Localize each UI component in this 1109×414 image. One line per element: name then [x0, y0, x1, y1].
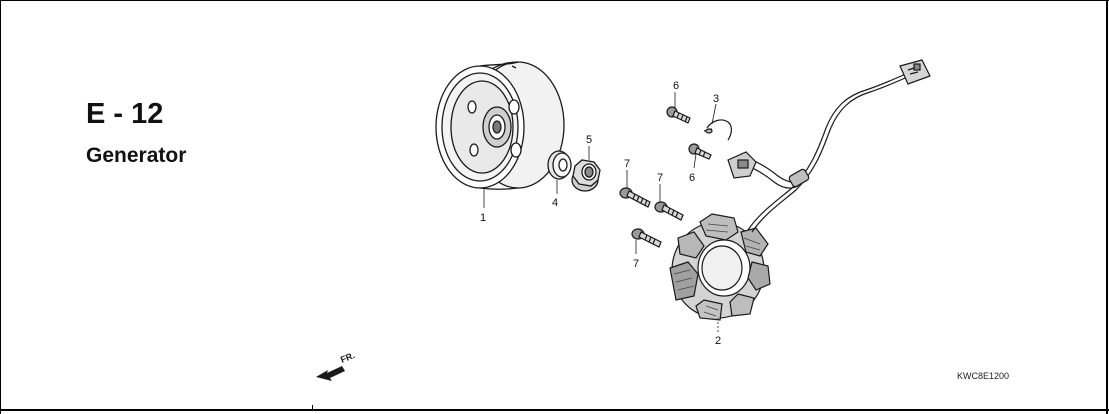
stator-bolt-a — [619, 187, 651, 208]
pulser-bolt-lower — [688, 143, 712, 160]
drawing-code: KWC8E1200 — [957, 371, 1010, 381]
section-title: Generator — [86, 144, 187, 167]
wire-clamp — [703, 119, 732, 141]
washer — [547, 150, 572, 180]
leader-lines — [483, 92, 719, 332]
callout-7-a: 7 — [624, 158, 630, 170]
wiring-harness — [739, 73, 911, 233]
flange-nut — [571, 159, 601, 192]
callout-5: 5 — [586, 134, 592, 146]
flywheel-rotor — [435, 61, 565, 190]
callout-2: 2 — [715, 335, 721, 347]
front-direction-arrow-icon: FR. — [316, 350, 356, 381]
stator-bolt-c — [631, 228, 662, 248]
frame-border-left — [0, 0, 1, 414]
connector-plug — [899, 59, 931, 85]
cable-grommet — [788, 168, 810, 188]
frame-tick — [312, 405, 313, 410]
front-direction-label: FR. — [339, 350, 356, 365]
frame-border-bottom — [0, 409, 1109, 411]
frame-border-top — [0, 0, 1109, 1]
callout-6-lower: 6 — [689, 172, 695, 184]
stator-coil-assembly — [669, 213, 771, 321]
callout-4: 4 — [552, 197, 558, 209]
callout-1: 1 — [480, 212, 486, 224]
section-code: E - 12 — [86, 98, 164, 130]
frame-border-right — [1106, 0, 1108, 414]
pulser-bolt-upper — [666, 106, 691, 124]
callout-3: 3 — [713, 93, 719, 105]
callout-7-b: 7 — [657, 172, 663, 184]
pulser-coil — [727, 151, 757, 179]
callout-6-upper: 6 — [673, 80, 679, 92]
callout-7-c: 7 — [633, 258, 639, 270]
stator-bolt-b — [654, 201, 684, 221]
